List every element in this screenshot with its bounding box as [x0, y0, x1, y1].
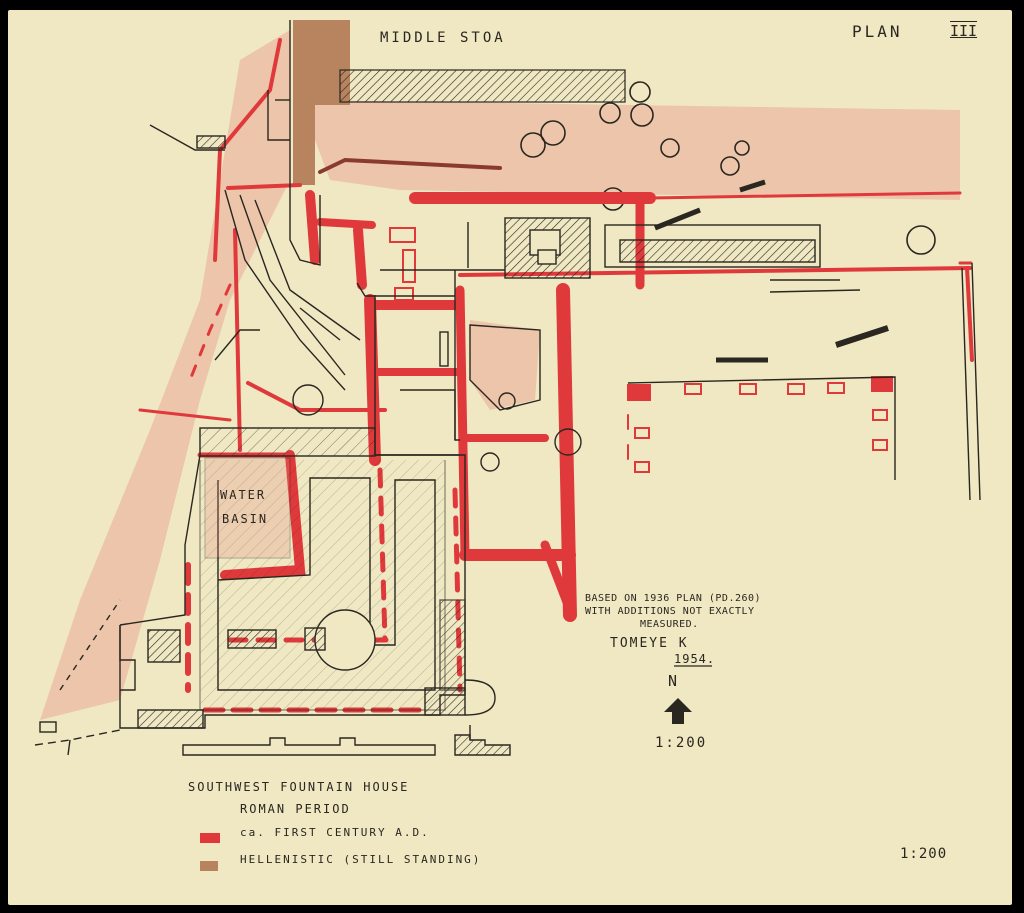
middle-stoa-label: MIDDLE STOA [380, 30, 506, 46]
water-basin-label-2: BASIN [222, 512, 269, 526]
legend-item-hellenistic: HELLENISTIC (STILL STANDING) [240, 853, 482, 866]
red-crayon-shading [40, 30, 960, 720]
paper-background [8, 10, 1012, 905]
north-letter: N [668, 672, 681, 690]
note-line-3: MEASURED. [640, 619, 699, 630]
signature-name: TOMEYE K [610, 636, 689, 651]
note-line-2: WITH ADDITIONS NOT EXACTLY [585, 606, 755, 617]
north-arrow-icon [664, 698, 692, 724]
signature-year: 1954. [674, 652, 716, 666]
legend-item-roman: ca. FIRST CENTURY A.D. [240, 826, 430, 839]
plan-label: PLAN [852, 22, 903, 41]
hellenistic-elements [293, 20, 626, 185]
legend-swatches [200, 833, 220, 871]
plan-numeral: III [950, 22, 978, 40]
north-scale: 1:200 [655, 735, 708, 751]
water-basin-label-1: WATER [220, 488, 267, 502]
ink-structures [34, 20, 981, 756]
note-line-1: BASED ON 1936 PLAN (PD.260) [585, 593, 762, 604]
stoa-columns [520, 81, 936, 255]
roman-piers [389, 227, 893, 473]
legend-swatch-hellenistic [200, 861, 218, 871]
corner-scale: 1:200 [900, 846, 948, 862]
legend-swatch-roman [200, 833, 220, 843]
legend-title-1: SOUTHWEST FOUNTAIN HOUSE [188, 780, 410, 794]
legend-title-2: ROMAN PERIOD [240, 802, 351, 816]
